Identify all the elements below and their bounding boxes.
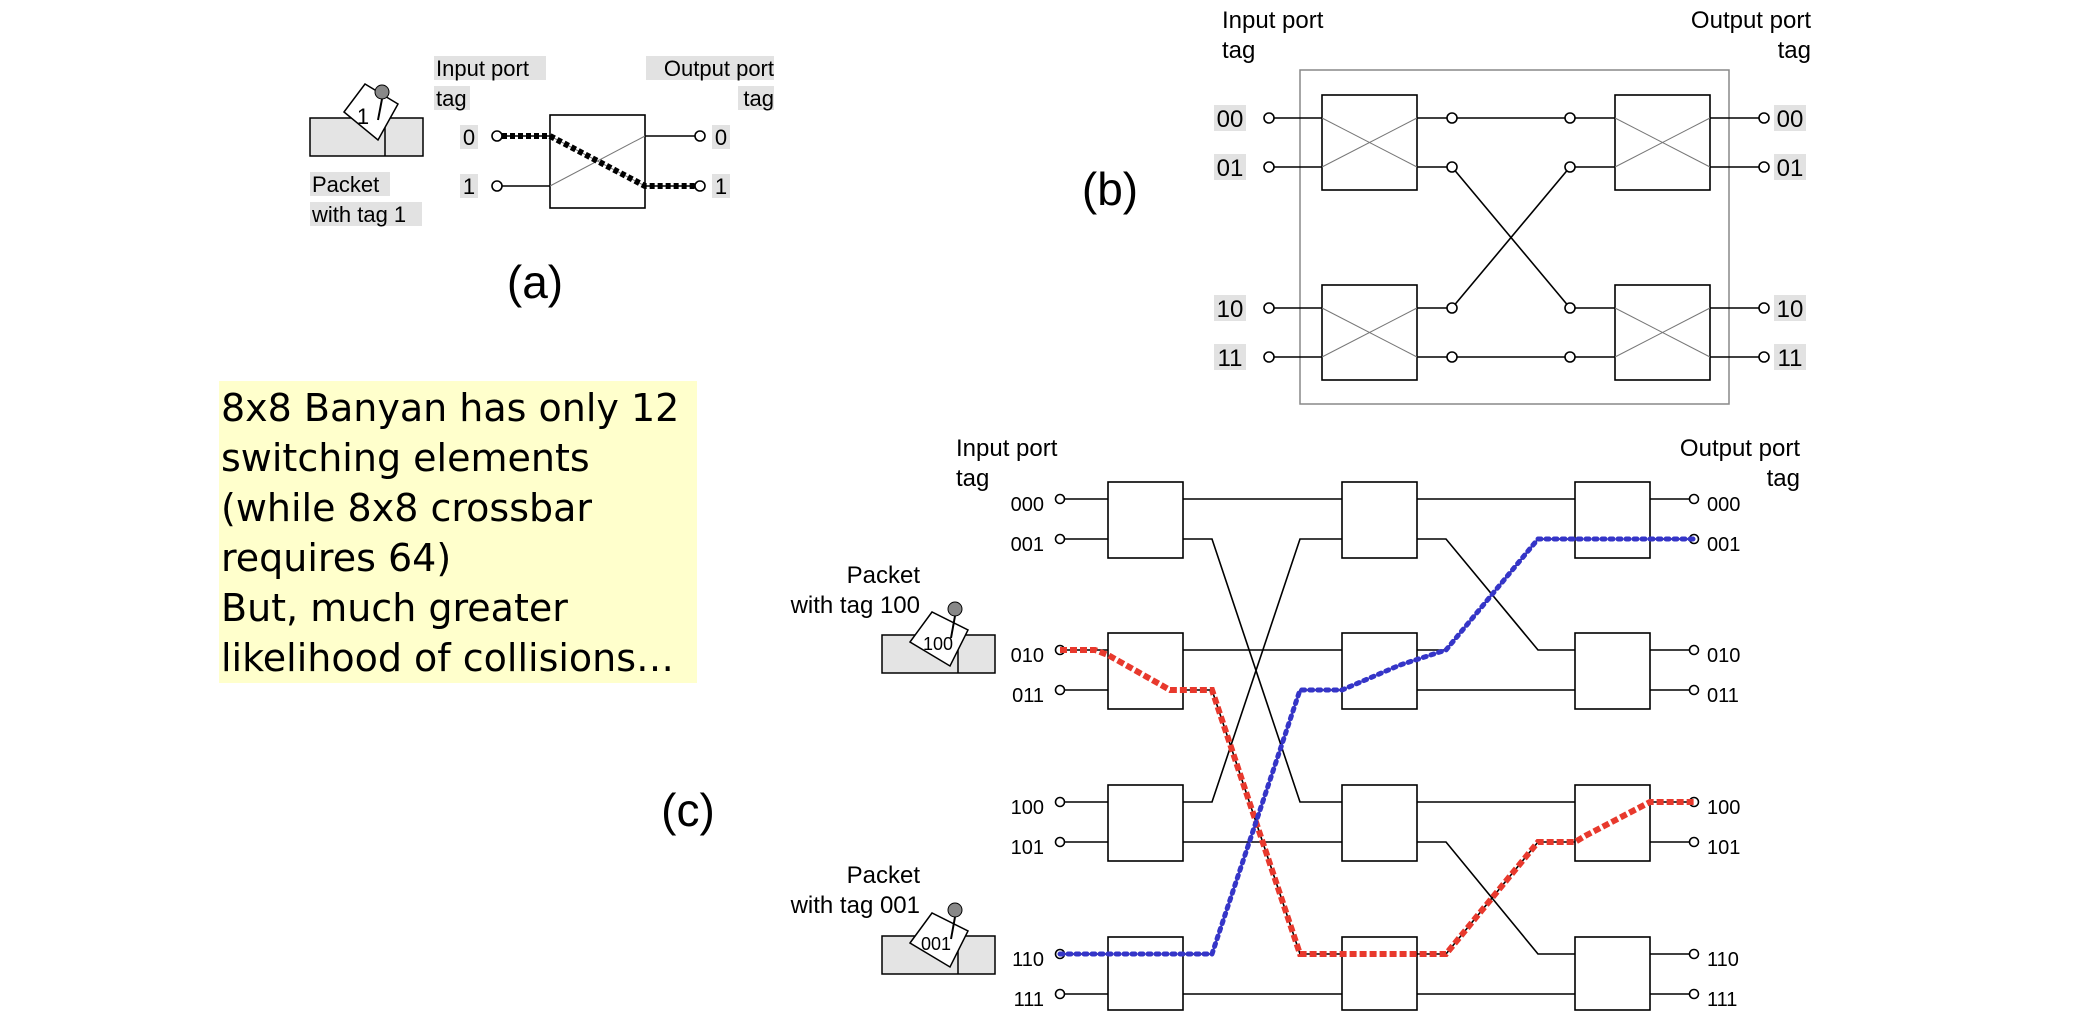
input-tag-100: 100 <box>1011 797 1044 819</box>
note-line: 8x8 Banyan has only 12 <box>221 386 680 430</box>
packet-tag: 1 <box>357 104 369 129</box>
input-tag-10: 10 <box>1217 296 1244 323</box>
packet-route <box>502 133 695 189</box>
input-header-line-2: tag <box>956 465 989 492</box>
packet-route-001 <box>1057 536 1697 957</box>
input-tag-010: 010 <box>1011 645 1044 667</box>
banyan-note: 8x8 Banyan has only 12 switching element… <box>219 381 697 683</box>
switch-element <box>1107 936 1184 1011</box>
output-tag-10: 10 <box>1777 296 1804 323</box>
packet-caption-line-2: with tag 1 <box>311 202 406 227</box>
switch-element <box>1574 936 1651 1011</box>
note-line: likelihood of collisions… <box>221 636 675 680</box>
input-tag-111: 111 <box>1014 989 1044 1011</box>
panel-b: Input port tag Output port tag <box>1082 7 1811 405</box>
input-tag-01: 01 <box>1217 155 1244 182</box>
switch-element <box>1107 632 1184 710</box>
switch-element <box>1341 632 1418 710</box>
panel-c-label: (c) <box>661 784 715 836</box>
note-line: switching elements <box>221 436 590 480</box>
output-tag-011: 011 <box>1707 685 1739 707</box>
packet-route-100 <box>1060 647 1694 957</box>
switch-element <box>1341 784 1418 862</box>
packet-icon: 001 <box>881 902 996 975</box>
output-tag-110: 110 <box>1707 949 1739 971</box>
output-tag-000: 000 <box>1707 494 1740 516</box>
packet-tag: 001 <box>921 934 951 954</box>
input-tag-0: 0 <box>463 125 475 150</box>
input-tag-011: 011 <box>1012 685 1044 707</box>
input-header-line-2: tag <box>436 86 467 111</box>
output-header-line-2: tag <box>1778 37 1811 64</box>
note-line: But, much greater <box>221 586 568 630</box>
packet-caption-line-1: Packet <box>312 172 379 197</box>
input-header-line-1: Input port <box>1222 7 1324 34</box>
output-tag-0: 0 <box>715 125 727 150</box>
network-outline <box>1299 69 1730 405</box>
switch-element <box>1574 632 1651 710</box>
note-line: requires 64) <box>221 536 452 580</box>
panel-c: Input port tag Output port tag <box>661 435 1800 1011</box>
packet-caption-line-1: Packet <box>847 862 921 889</box>
input-tag-101: 101 <box>1011 837 1044 859</box>
panel-b-label: (b) <box>1082 163 1138 215</box>
input-header-line-1: Input port <box>436 56 529 81</box>
packet-icon: 1 <box>309 83 424 157</box>
output-tag-00: 00 <box>1777 106 1804 133</box>
output-tag-01: 01 <box>1777 155 1804 182</box>
output-tag-11: 11 <box>1778 345 1803 372</box>
packet-caption-line-1: Packet <box>847 562 921 589</box>
input-tag-001: 001 <box>1011 534 1044 556</box>
output-header-line-1: Output port <box>1691 7 1811 34</box>
packet-caption-line-2: with tag 100 <box>790 592 920 619</box>
input-tag-00: 00 <box>1217 106 1244 133</box>
switch-element <box>1107 481 1184 559</box>
output-tag-100: 100 <box>1707 797 1740 819</box>
panel-a-label: (a) <box>507 256 563 308</box>
input-tag-000: 000 <box>1011 494 1044 516</box>
panel-a: 1 Packet with tag 1 Input port tag Outpu… <box>309 56 774 308</box>
output-tag-001: 001 <box>1707 534 1740 556</box>
input-tag-1: 1 <box>463 174 475 199</box>
packet-tag: 100 <box>923 634 953 654</box>
note-line: (while 8x8 crossbar <box>221 486 593 530</box>
output-tag-010: 010 <box>1707 645 1740 667</box>
packet-icon: 100 <box>881 601 996 674</box>
input-header-line-2: tag <box>1222 37 1255 64</box>
packet-caption-line-2: with tag 001 <box>790 892 920 919</box>
output-tag-111: 111 <box>1707 989 1737 1011</box>
switch-element <box>1107 784 1184 862</box>
switch-element <box>1341 936 1418 1011</box>
switch-element <box>1574 481 1651 559</box>
output-header-line-2: tag <box>1767 465 1800 492</box>
output-tag-101: 101 <box>1707 837 1740 859</box>
input-tag-110: 110 <box>1012 949 1044 971</box>
output-tag-1: 1 <box>715 174 727 199</box>
output-header-line-2: tag <box>743 86 774 111</box>
output-header-line-1: Output port <box>1680 435 1800 462</box>
output-header-line-1: Output port <box>664 56 774 81</box>
input-header-line-1: Input port <box>956 435 1058 462</box>
input-tag-11: 11 <box>1218 345 1243 372</box>
switch-element <box>1341 481 1418 559</box>
